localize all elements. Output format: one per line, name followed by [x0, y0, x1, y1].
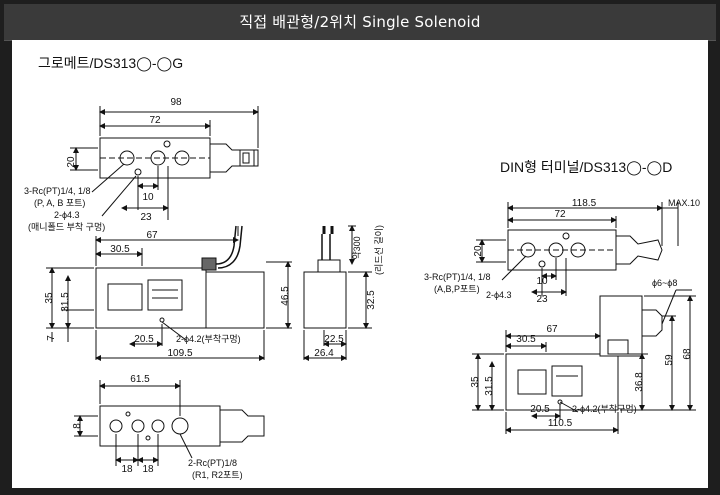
- lead-note: (리드선 길이): [374, 225, 384, 275]
- bottom-ports-line1: 2-Rc(PT)1/8: [188, 458, 237, 468]
- header-bar: 직접 배관형/2위치 Single Solenoid: [4, 4, 716, 41]
- dim-109-5: 109.5: [167, 348, 192, 359]
- right-dim-59: 59: [664, 354, 675, 366]
- right-dim-23: 23: [536, 294, 548, 305]
- ports-note-line2: (P, A, B 포트): [34, 198, 85, 208]
- dim-22-5: 22.5: [324, 334, 344, 345]
- right-dim-67: 67: [546, 324, 558, 335]
- ports-note-line3: 2-ϕ4.3: [54, 210, 80, 220]
- dim-8: 8: [72, 423, 83, 429]
- right-dim-35: 35: [470, 376, 481, 388]
- dim-18-a: 18: [121, 464, 133, 475]
- bottom-ports-line2: (R1, R2포트): [192, 470, 243, 480]
- dim-72: 72: [149, 115, 161, 126]
- dim-31-5: 31.5: [60, 292, 71, 312]
- right-ports-line1: 3-Rc(PT)1/4, 1/8: [424, 272, 491, 282]
- dim-7: 7: [46, 335, 57, 341]
- technical-drawing: 그로메트/DS313◯-◯G 98 72 20: [24, 55, 700, 480]
- right-dim-118-5: 118.5: [572, 198, 597, 209]
- dim-18-b: 18: [142, 464, 154, 475]
- dim-26-4: 26.4: [314, 348, 334, 359]
- right-dim-72: 72: [554, 209, 566, 220]
- dim-23: 23: [140, 212, 152, 223]
- right-dim-68: 68: [682, 348, 693, 360]
- right-heading: DIN형 터미널/DS313◯-◯D: [500, 159, 672, 176]
- left-heading: 그로메트/DS313◯-◯G: [38, 55, 183, 72]
- dim-61-5: 61.5: [130, 374, 150, 385]
- dim-lead-length: 약300: [351, 236, 362, 259]
- dim-67: 67: [146, 230, 158, 241]
- dim-35: 35: [44, 292, 55, 304]
- ports-note-line1: 3-Rc(PT)1/4, 1/8: [24, 186, 91, 196]
- dim-20-5: 20.5: [134, 334, 154, 345]
- right-dim-10: 10: [536, 276, 548, 287]
- left-bottom-view: [74, 380, 265, 466]
- dim-10: 10: [142, 192, 154, 203]
- right-ports-line2: (A,B,P포트): [434, 284, 480, 294]
- right-dim-20: 20: [473, 245, 484, 257]
- right-dim-cable: ϕ6~ϕ8: [652, 278, 677, 288]
- dim-98: 98: [170, 97, 182, 108]
- left-front-view: [46, 225, 292, 361]
- right-dim-20-5: 20.5: [530, 404, 550, 415]
- right-top-view: [476, 202, 679, 296]
- header-title: 직접 배관형/2위치 Single Solenoid: [239, 13, 481, 31]
- right-dim-31-5: 31.5: [484, 376, 495, 396]
- right-dim-max: MAX.10: [668, 198, 700, 208]
- hole-note-left: 2-ϕ4.2(부착구멍): [176, 334, 241, 344]
- hole-note-right: 2-ϕ4.2(부착구멍): [572, 404, 637, 414]
- right-dim-36-8: 36.8: [634, 372, 645, 392]
- dim-32-5: 32.5: [366, 290, 377, 310]
- dim-30-5: 30.5: [110, 244, 130, 255]
- left-top-view: [70, 106, 259, 220]
- right-ports-line3: 2-ϕ4.3: [486, 290, 512, 300]
- ports-note-line4: (매니폴드 부착 구멍): [28, 222, 105, 232]
- left-side-view: [303, 225, 372, 361]
- dim-46-5: 46.5: [280, 286, 291, 306]
- dim-20: 20: [66, 156, 77, 168]
- right-front-view: [472, 289, 696, 434]
- right-dim-110-5: 110.5: [548, 418, 573, 429]
- right-dim-30-5: 30.5: [516, 334, 536, 345]
